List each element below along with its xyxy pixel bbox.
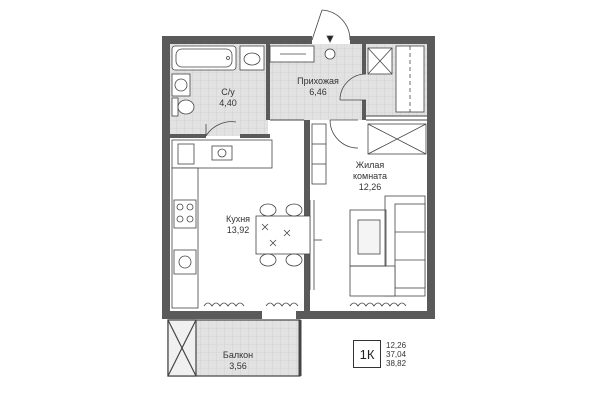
tv-cabinet: [311, 123, 327, 185]
total-area: 38,82: [386, 359, 407, 368]
kitchen-door: [309, 200, 322, 290]
balcony-area: 3,56: [229, 361, 247, 371]
bathroom-area: 4,40: [219, 98, 237, 108]
washing-machine: [171, 73, 191, 97]
area-summary: 12,26 37,04 38,82: [386, 341, 406, 368]
hallway-wardrobe: [269, 45, 336, 63]
sofa: [349, 195, 426, 297]
hallway-name: Прихожая: [297, 76, 339, 86]
closet-shelves: [367, 45, 425, 113]
hallway-door: [339, 73, 367, 101]
entrance-door: [311, 9, 351, 43]
kitchen-name: Кухня: [226, 214, 250, 224]
walls: [162, 36, 435, 319]
hallway-area: 6,46: [309, 87, 327, 97]
kitchen-area: 13,92: [227, 225, 250, 235]
living-area: 12,26: [359, 182, 382, 192]
kitchen-counter: [171, 139, 273, 309]
toilet: [171, 97, 195, 117]
bathroom-door: [205, 121, 237, 137]
apartment-type-badge: 1К: [353, 340, 381, 368]
dining-table: [255, 203, 311, 267]
area-without-balcony: 37,04: [386, 350, 407, 359]
balcony: [167, 319, 302, 377]
living-area-total: 12,26: [386, 341, 407, 350]
living-room-door: [329, 119, 359, 149]
living-name-line2: комната: [353, 171, 387, 181]
rug: [349, 209, 387, 267]
bathroom-name: С/у: [221, 87, 235, 97]
partitions: [270, 115, 427, 121]
living-name-line1: Жилая: [356, 160, 385, 170]
radiators: [203, 302, 407, 307]
bathtub: [171, 45, 237, 71]
bathroom-sink: [239, 45, 265, 71]
balcony-name: Балкон: [223, 350, 253, 360]
living-wardrobe: [367, 123, 427, 155]
